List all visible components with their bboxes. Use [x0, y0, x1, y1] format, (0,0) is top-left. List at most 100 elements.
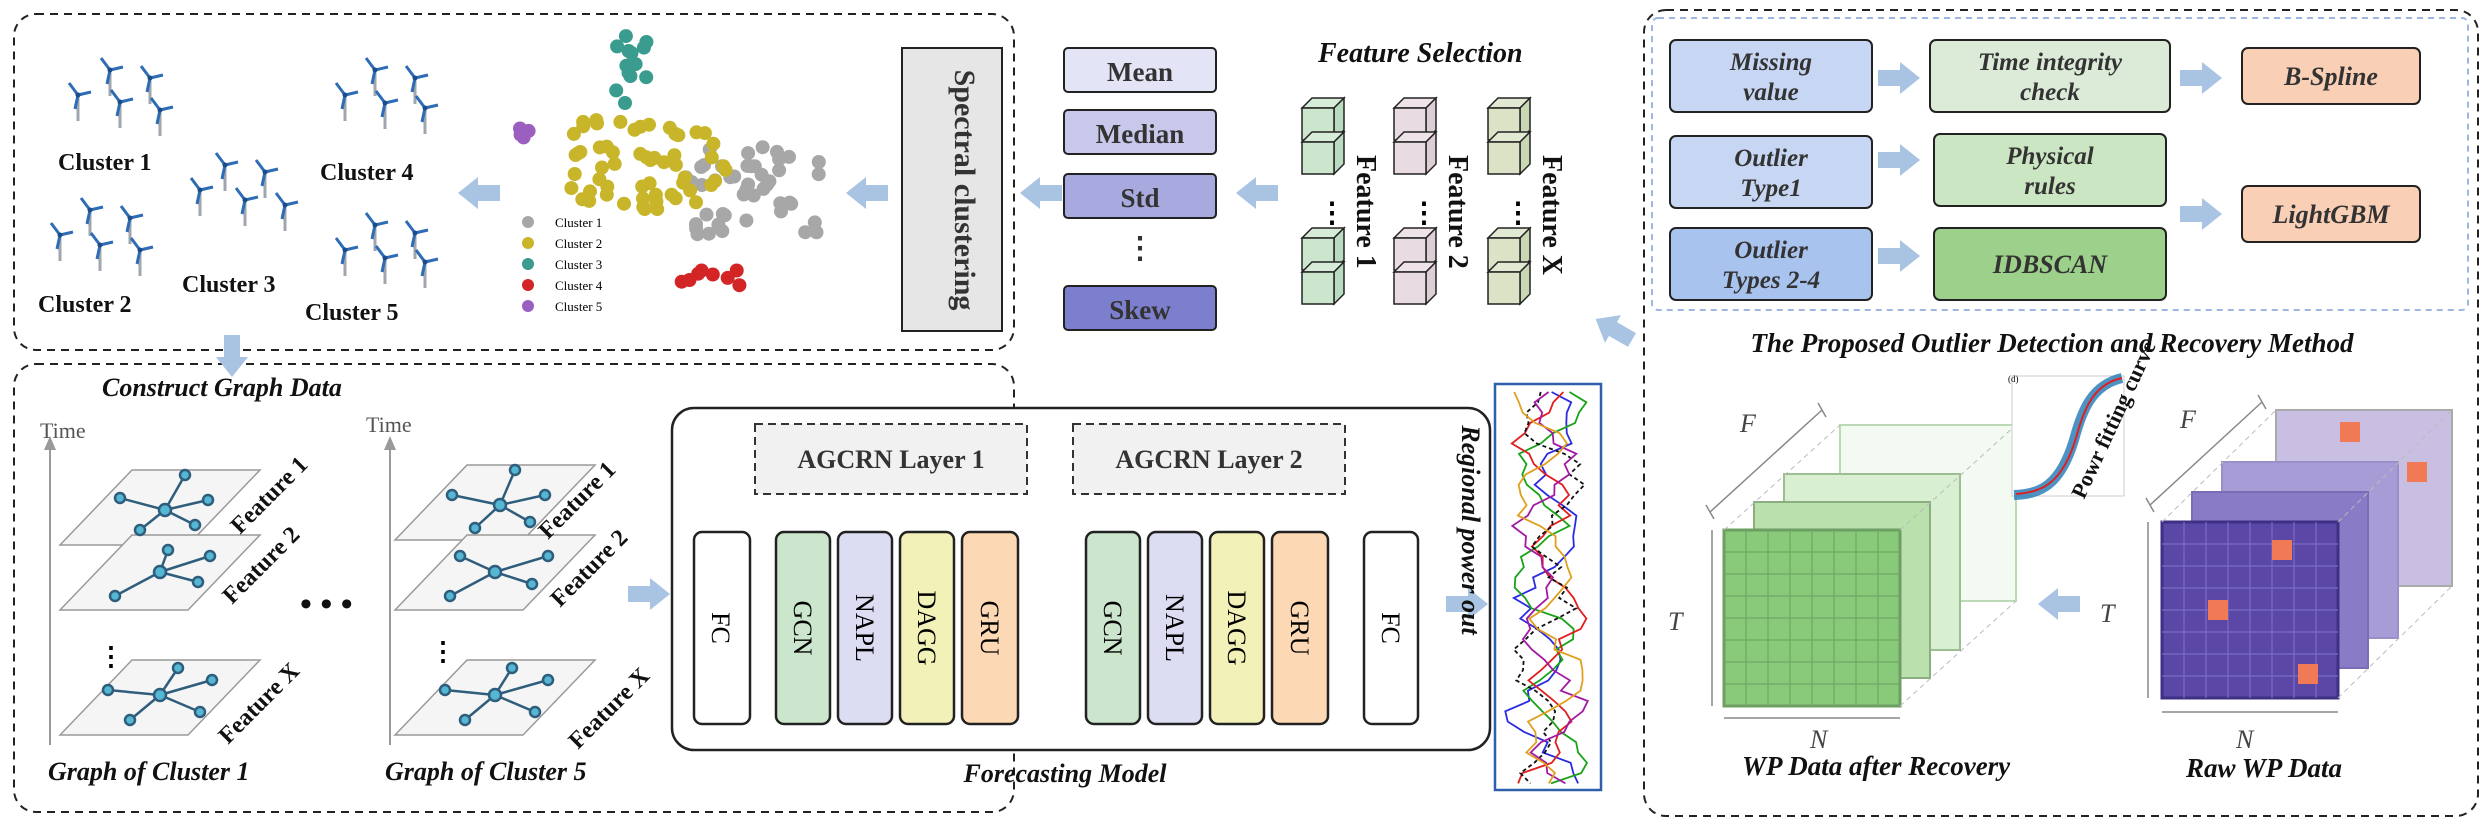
outlier-type1-box	[1669, 135, 1873, 209]
block-label-gcn-2: GCN	[1098, 601, 1127, 656]
stat-std: Std	[1120, 183, 1159, 213]
physical-rules-line-1: Physical	[2005, 143, 2094, 170]
scatter-point	[690, 227, 705, 242]
stat-median: Median	[1096, 119, 1185, 149]
scatter-point	[617, 196, 631, 211]
physical-rules-box	[1933, 133, 2167, 207]
scatter-point	[621, 44, 636, 58]
raw-axis-n: N	[2235, 725, 2255, 754]
scatter-point	[592, 140, 607, 155]
scatter-point	[682, 273, 697, 287]
spectral-clustering-label: Spectral clustering	[948, 70, 981, 311]
block-label-dagg-2: DAGG	[1222, 590, 1251, 665]
scatter-point	[671, 128, 686, 143]
scatter-point	[618, 96, 632, 110]
stat-skew: Skew	[1109, 295, 1171, 325]
scatter-point	[613, 114, 628, 129]
legend-dot-1	[522, 216, 534, 228]
stat-ellipsis: ⋮	[1125, 232, 1155, 265]
graph-ellipsis: • • •	[300, 586, 353, 623]
feature-x-label: Feature X	[1536, 155, 1567, 275]
arrow-raw-to-recovered	[2038, 588, 2080, 620]
time-integrity-line-2: check	[2020, 79, 2080, 106]
idbscan-label: IDBSCAN	[1992, 250, 2108, 279]
scatter-point	[704, 150, 719, 165]
construct-graph-title: Construct Graph Data	[102, 373, 342, 402]
scatter-point	[704, 178, 719, 192]
dagg-block-1	[898, 530, 956, 726]
scatter-point	[513, 127, 528, 142]
scatter-point	[618, 29, 633, 44]
scatter-point	[639, 70, 654, 85]
raw-wp-label: Raw WP Data	[2185, 753, 2342, 783]
legend-label-5: Cluster 5	[555, 299, 602, 314]
cluster-4-label: Cluster 4	[320, 160, 414, 186]
block-label-fc-1: FC	[706, 612, 735, 644]
scatter-point	[595, 160, 609, 175]
scatter-point	[811, 167, 826, 182]
raw-axis-f: F	[2179, 405, 2197, 434]
block-label-gru-2: GRU	[1285, 601, 1314, 656]
cluster-3-label: Cluster 3	[182, 272, 276, 298]
scatter-point	[782, 195, 797, 210]
svg-text:⋮: ⋮	[1410, 198, 1438, 229]
arrow-bspline	[2180, 62, 2222, 94]
stat-box-skew	[1063, 285, 1217, 331]
lightgbm-box	[2241, 185, 2421, 243]
scatter-point	[639, 35, 654, 49]
arrow-missing	[1878, 62, 1920, 94]
scatter-point	[772, 163, 787, 178]
scatter-point	[743, 159, 758, 174]
method-box-border	[1651, 17, 2469, 311]
scatter-point	[706, 136, 721, 151]
bspline-label: B-Spline	[2283, 62, 2378, 91]
right-panel-border	[1643, 9, 2479, 817]
fc-block-2	[1362, 530, 1420, 726]
block-label-gru-1: GRU	[975, 601, 1004, 656]
legend-label-2: Cluster 2	[555, 236, 602, 251]
scatter-point	[755, 140, 770, 155]
method-title: The Proposed Outlier Detection and Recov…	[1751, 328, 2354, 358]
wp-data-after-recovery-grid	[1722, 424, 2017, 708]
outlier-types24-line-2: Types 2-4	[1722, 267, 1820, 294]
missing-value-box	[1669, 39, 1873, 113]
scatter-point	[683, 183, 698, 198]
scatter-point	[633, 146, 648, 161]
legend-label-4: Cluster 4	[555, 278, 603, 293]
fc-block-1	[692, 530, 752, 726]
power-series-line	[1513, 391, 1584, 784]
scatter-point	[689, 125, 704, 140]
gcn-block-1	[774, 530, 832, 726]
time-integrity-box	[1929, 39, 2171, 113]
block-label-napl-1: NAPL	[850, 594, 879, 662]
scatter-point	[741, 146, 756, 161]
scatter-point	[774, 204, 788, 219]
scatter-point	[610, 39, 625, 54]
scatter-point	[760, 177, 774, 192]
scatter-point	[689, 195, 703, 210]
napl-block-1	[836, 530, 894, 726]
arrow-to-spectral	[1020, 177, 1062, 209]
scatter-point	[716, 159, 731, 174]
legend-dot-3	[522, 258, 534, 270]
scatter-point	[667, 148, 682, 163]
arrow-to-model	[628, 578, 670, 610]
scatter-point	[633, 119, 648, 134]
block-label-napl-2: NAPL	[1160, 594, 1189, 662]
power-series-line	[1510, 391, 1590, 785]
scatter-point	[564, 181, 579, 196]
legend-dot-5	[522, 300, 534, 312]
scatter-point	[637, 202, 652, 217]
lightgbm-label: LightGBM	[2271, 200, 2390, 229]
scatter-point	[720, 270, 735, 285]
physical-rules-line-2: rules	[2024, 173, 2075, 200]
scatter-point	[701, 226, 716, 241]
feature-1-label: Feature 1	[1350, 155, 1381, 269]
scatter-point	[576, 119, 591, 134]
agcrn-layer-2-box	[1072, 423, 1346, 495]
bspline-box	[2241, 47, 2421, 105]
raw-wp-data-grid	[2160, 409, 2453, 700]
scatter-point	[589, 113, 604, 128]
arrow-to-stats	[1236, 177, 1278, 209]
arrow-lightgbm	[2180, 198, 2222, 230]
